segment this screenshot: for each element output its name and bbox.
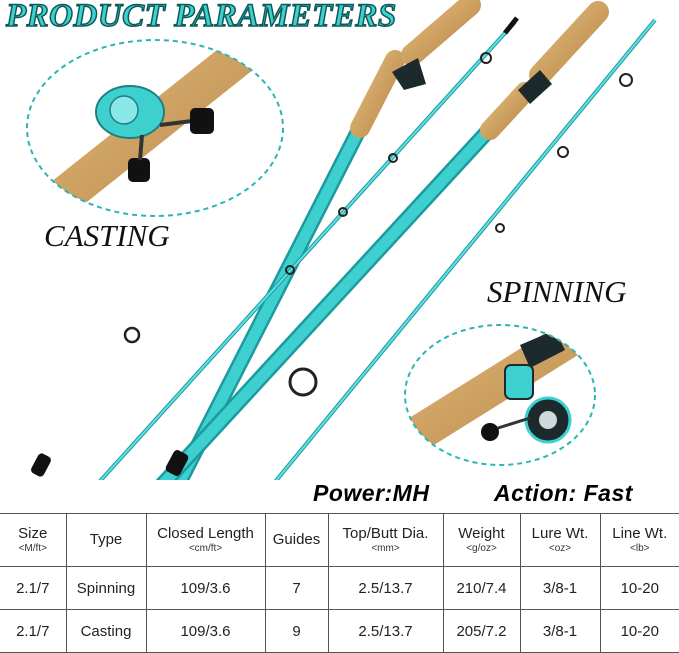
table-header-row: Size<M/ft> Type Closed Length<cm/ft> Gui… bbox=[0, 513, 679, 567]
table-row: 2.1/7 Casting 109/3.6 9 2.5/13.7 205/7.2… bbox=[0, 609, 679, 653]
table-cell: 109/3.6 bbox=[145, 609, 266, 653]
spinning-rod-butt bbox=[155, 1, 609, 480]
table-cell: 205/7.2 bbox=[442, 609, 521, 653]
casting-label: CASTING bbox=[44, 218, 170, 253]
casting-guides bbox=[123, 52, 492, 344]
spinning-label: SPINNING bbox=[487, 274, 627, 309]
table-cell: 3/8-1 bbox=[519, 609, 601, 653]
table-cell: Casting bbox=[65, 609, 147, 653]
table-row: 2.1/7 Spinning 109/3.6 7 2.5/13.7 210/7.… bbox=[0, 566, 679, 610]
spinning-reel-callout bbox=[404, 324, 596, 466]
table-cell: 10-20 bbox=[599, 609, 679, 653]
power-spec: Power:MH bbox=[313, 480, 430, 506]
casting-reel-callout bbox=[26, 39, 284, 217]
parameters-table: Size<M/ft> Type Closed Length<cm/ft> Gui… bbox=[0, 513, 679, 653]
table-cell: 210/7.4 bbox=[442, 566, 521, 610]
table-cell: 2.5/13.7 bbox=[327, 609, 444, 653]
column-header: Weight<g/oz> bbox=[442, 513, 521, 567]
column-header: Size<M/ft> bbox=[0, 513, 67, 567]
table-cell: 10-20 bbox=[599, 566, 679, 610]
column-header: Closed Length<cm/ft> bbox=[145, 513, 266, 567]
action-spec: Action: Fast bbox=[494, 480, 633, 506]
spinning-rod-tip bbox=[273, 18, 657, 480]
page-title: PRODUCT PARAMETERS bbox=[5, 0, 397, 35]
table-cell: 7 bbox=[264, 566, 329, 610]
table-cell: 2.5/13.7 bbox=[327, 566, 444, 610]
column-header: Type bbox=[65, 513, 147, 567]
table-cell: 9 bbox=[264, 609, 329, 653]
table-cell: 2.1/7 bbox=[0, 609, 67, 653]
casting-rod-tip bbox=[98, 16, 519, 480]
column-header: Lure Wt.<oz> bbox=[519, 513, 601, 567]
table-cell: 2.1/7 bbox=[0, 566, 67, 610]
table-cell: 109/3.6 bbox=[145, 566, 266, 610]
rods-illustration bbox=[26, 0, 657, 480]
column-header: Line Wt.<lb> bbox=[599, 513, 679, 567]
column-header: Top/Butt Dia.<mm> bbox=[327, 513, 444, 567]
table-cell: 3/8-1 bbox=[519, 566, 601, 610]
column-header: Guides bbox=[264, 513, 329, 567]
table-cell: Spinning bbox=[65, 566, 147, 610]
